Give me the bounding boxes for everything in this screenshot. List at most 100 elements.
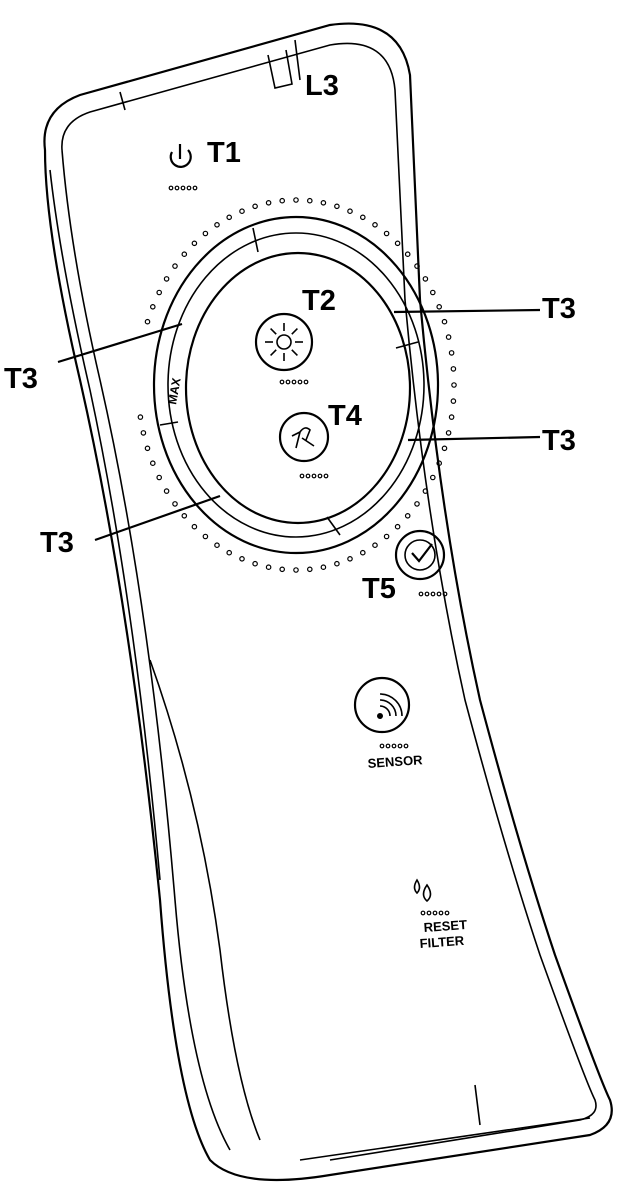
level-dot	[404, 512, 411, 519]
level-dot	[137, 414, 144, 420]
filter-indicator-dots	[420, 910, 450, 916]
sun-ray	[270, 349, 277, 356]
sun-ray	[291, 328, 298, 335]
level-dot	[144, 318, 151, 325]
fan-button[interactable]	[278, 411, 330, 479]
level-dot	[172, 263, 178, 269]
level-dot	[450, 398, 457, 404]
level-dot	[445, 334, 452, 340]
level-dot	[306, 197, 313, 204]
level-dot	[293, 197, 299, 203]
level-dot	[383, 533, 390, 540]
level-dot-ring	[137, 197, 457, 573]
level-dot	[191, 240, 198, 247]
water-drops-icon	[413, 878, 432, 903]
sensor-button[interactable]: SENSOR	[353, 676, 424, 771]
level-dot	[445, 430, 452, 436]
level-dot	[181, 251, 188, 258]
level-dot	[359, 214, 366, 221]
level-dot	[163, 488, 170, 494]
power-button[interactable]	[168, 144, 198, 191]
level-dot	[347, 555, 353, 562]
level-dot	[252, 203, 258, 210]
level-dot	[394, 240, 401, 247]
level-dot	[451, 382, 457, 388]
level-dot	[144, 445, 151, 452]
remote-body	[43, 22, 613, 1182]
level-dot	[422, 276, 429, 282]
wireless-sensor-icon	[377, 693, 403, 719]
level-dot	[372, 542, 378, 549]
level-dot	[334, 560, 340, 567]
level-dot	[404, 251, 411, 258]
light-indicator-dots	[279, 379, 309, 385]
level-dot	[347, 208, 353, 215]
level-dot	[226, 549, 233, 556]
level-dot	[156, 289, 163, 296]
level-dot	[226, 214, 233, 221]
level-dot	[450, 366, 457, 372]
level-dot	[436, 303, 443, 310]
max-label: MAX	[165, 377, 183, 406]
label-t5: T5	[362, 573, 396, 605]
level-dot	[214, 542, 220, 549]
dial-outer-ring[interactable]	[152, 215, 440, 555]
sensor-label: SENSOR	[367, 752, 423, 771]
level-dot	[372, 222, 378, 228]
light-button[interactable]	[254, 312, 314, 385]
power-indicator-dots	[168, 185, 198, 191]
level-dot	[150, 460, 156, 467]
level-dot	[293, 567, 299, 573]
level-dot	[191, 523, 198, 530]
level-dot	[163, 276, 170, 282]
label-t1: T1	[207, 137, 241, 169]
level-dot	[140, 430, 147, 436]
label-t3-left-bottom: T3	[40, 527, 74, 559]
level-dot	[383, 230, 390, 237]
sun-light-icon	[265, 323, 303, 361]
filter-label: FILTER	[419, 933, 465, 951]
level-dot	[156, 474, 163, 481]
timer-button[interactable]	[394, 529, 448, 597]
level-dot	[172, 501, 178, 507]
level-dot	[252, 560, 258, 567]
level-dot	[429, 474, 436, 481]
power-icon	[169, 144, 192, 168]
level-dot	[279, 566, 286, 573]
sensor-indicator-dots	[379, 743, 409, 749]
level-dot	[150, 303, 156, 310]
timer-indicator-dots	[418, 591, 448, 597]
level-dot	[359, 549, 366, 556]
label-t2: T2	[302, 285, 336, 317]
label-l3: L3	[305, 70, 339, 102]
level-dot	[448, 350, 455, 356]
level-dot	[334, 203, 340, 210]
callout-leaders	[57, 308, 541, 542]
level-dot	[181, 512, 188, 519]
reset-filter-button[interactable]: RESET FILTER	[413, 878, 468, 951]
level-dot	[239, 555, 245, 562]
level-dot	[306, 566, 313, 573]
sun-ray	[270, 328, 277, 335]
label-t4: T4	[328, 400, 362, 432]
level-dot	[202, 230, 209, 237]
dial-center	[184, 251, 412, 525]
level-dot	[279, 197, 286, 204]
reset-label: RESET	[423, 917, 467, 935]
level-dot	[422, 488, 429, 494]
level-dot	[436, 460, 443, 467]
level-dot	[414, 501, 420, 507]
level-dot	[441, 445, 448, 452]
level-dot	[441, 318, 448, 325]
level-dot	[448, 414, 455, 420]
level-dot	[265, 200, 272, 206]
label-t3-left-top: T3	[4, 363, 38, 395]
level-dot	[265, 564, 272, 571]
label-t3-right-bottom: T3	[542, 425, 576, 457]
fan-indicator-dots	[299, 473, 329, 479]
sun-ray	[291, 349, 298, 356]
level-dot	[320, 200, 327, 206]
label-t3-right-top: T3	[542, 293, 576, 325]
level-dot	[214, 222, 220, 228]
